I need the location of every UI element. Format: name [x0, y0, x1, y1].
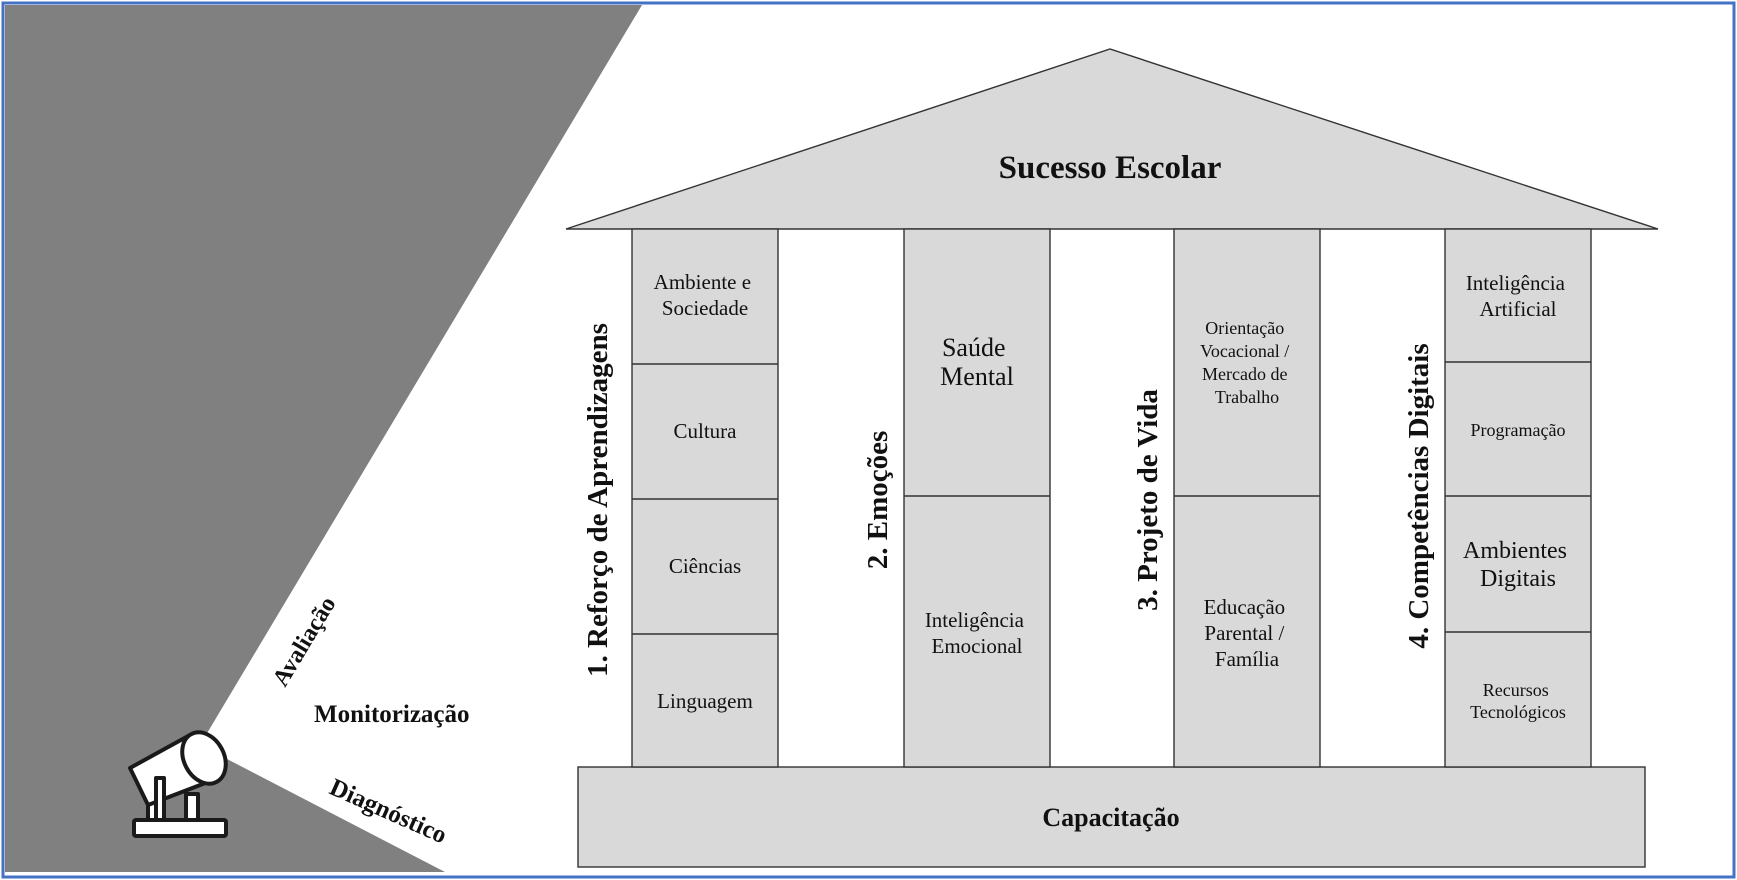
pillar-3-cell-2: Educação Parental / Família	[1204, 595, 1291, 671]
cell-line: Recursos	[1483, 680, 1549, 700]
roof-title: Sucesso Escolar	[999, 150, 1222, 186]
pillar-1-cell-4: Linguagem	[657, 689, 753, 713]
cell-line: Família	[1215, 647, 1280, 671]
pillar-4-cell-3: Ambientes Digitais	[1463, 538, 1573, 592]
cell-line: Emocional	[932, 634, 1023, 658]
pillar-2: 2. Emoções Saúde Mental Inteligência Emo…	[862, 228, 1051, 768]
pillar-4-title: 4. Competências Digitais	[1403, 343, 1435, 648]
cell-line: Tecnológicos	[1470, 702, 1566, 722]
roof-triangle	[565, 48, 1659, 230]
base-label: Capacitação	[1042, 803, 1179, 832]
cell-line: Inteligência	[925, 608, 1025, 632]
pillar-2-title: 2. Emoções	[862, 431, 894, 570]
pillar-3-column	[1173, 228, 1321, 768]
cell-line: Vocacional /	[1200, 341, 1289, 361]
cell-line: Ambiente e	[654, 270, 751, 294]
cell-line: Ambientes	[1463, 538, 1567, 564]
pillar-4-cell-1: Inteligência Artificial	[1466, 271, 1570, 321]
pillar-3: 3. Projeto de Vida Orientação Vocacional…	[1132, 228, 1321, 768]
spotlight-icon	[128, 730, 228, 838]
cell-line: Mercado de	[1202, 364, 1287, 384]
cell-line: Parental /	[1204, 621, 1284, 645]
pillar-2-cell-1: Saúde Mental	[940, 333, 1014, 391]
pillar-1-cell-1: Ambiente e Sociedade	[654, 270, 757, 320]
pillar-4-column	[1444, 228, 1592, 768]
pillar-1-cell-3: Ciências	[669, 554, 741, 578]
pillar-2-column	[903, 228, 1051, 768]
spotlight-label-monitorizacao: Monitorização	[314, 701, 470, 728]
roof: Sucesso Escolar	[565, 48, 1659, 230]
pillar-3-title: 3. Projeto de Vida	[1132, 389, 1164, 611]
pillar-2-cell-2: Inteligência Emocional	[925, 608, 1029, 658]
pillar-1-cell-2: Cultura	[674, 419, 738, 443]
pillar-3-cell-1: Orientação Vocacional / Mercado de Traba…	[1200, 318, 1294, 407]
cell-line: Saúde	[942, 333, 1006, 362]
pillar-4-cell-4: Recursos Tecnológicos	[1470, 680, 1566, 722]
cell-line: Digitais	[1480, 566, 1556, 592]
cell-line: Inteligência	[1466, 271, 1566, 295]
pillar-4-cell-2: Programação	[1471, 420, 1566, 440]
cell-line: Trabalho	[1215, 387, 1279, 407]
pillar-4: 4. Competências Digitais Inteligência Ar…	[1403, 228, 1592, 768]
base: Capacitação	[577, 766, 1646, 868]
shadow-region	[5, 5, 642, 872]
pillar-1-title: 1. Reforço de Aprendizagens	[582, 323, 614, 677]
base-slab	[577, 766, 1646, 868]
pillar-1-column	[631, 228, 779, 768]
pillar-1: 1. Reforço de Aprendizagens Ambiente e S…	[582, 228, 779, 768]
cell-line: Artificial	[1480, 297, 1557, 321]
cell-line: Educação	[1204, 595, 1286, 619]
cell-line: Mental	[940, 362, 1014, 391]
cell-line: Sociedade	[662, 296, 748, 320]
cell-line: Orientação	[1205, 318, 1284, 338]
